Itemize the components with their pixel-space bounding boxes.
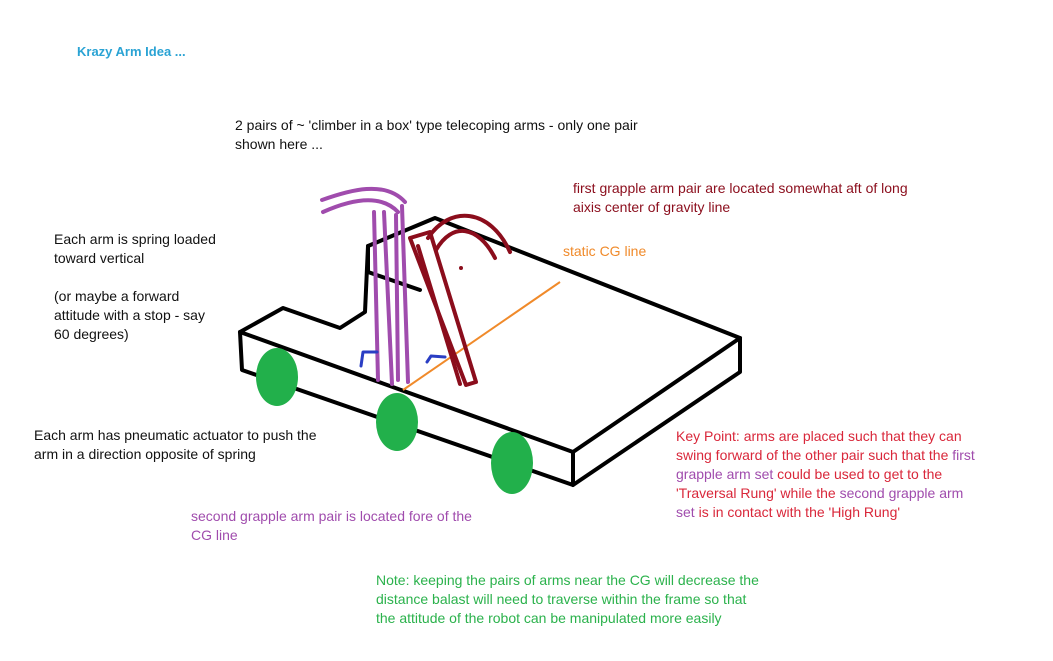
key-point-text-2: first grapple arm set <box>676 447 975 482</box>
note-spring-loaded: Each arm is spring loaded toward vertica… <box>54 231 216 342</box>
robot-wheels <box>256 348 533 494</box>
second-grapple-arm <box>320 186 410 386</box>
key-point-text-4: second grapple arm set <box>676 485 964 520</box>
key-point-text-1: Key Point: arms are placed such that the… <box>676 428 962 463</box>
wheel-middle-left <box>376 393 418 451</box>
pneumatic-actuators <box>359 350 447 368</box>
wheel-front-left <box>491 432 533 494</box>
arm-pivot-point <box>459 266 463 270</box>
note-second-grapple: second grapple arm pair is located fore … <box>191 508 472 543</box>
label-static-cg-line: static CG line <box>563 243 647 259</box>
wheel-rear-left <box>256 348 298 406</box>
key-point-text-3: could be used to get to the 'Traversal R… <box>676 466 943 501</box>
static-cg-line <box>402 281 561 391</box>
first-grapple-arm <box>408 213 512 387</box>
note-key-point: Key Point: arms are placed such that the… <box>676 427 976 522</box>
page-title: Krazy Arm Idea ... <box>77 44 186 59</box>
note-pneumatic-actuator: Each arm has pneumatic actuator to push … <box>34 427 317 462</box>
note-ballast-cg: Note: keeping the pairs of arms near the… <box>376 572 759 626</box>
robot-chassis <box>238 216 742 487</box>
key-point-text-5: is in contact with the 'High Rung' <box>694 504 901 520</box>
note-first-grapple: first grapple arm pair are located somew… <box>573 180 908 215</box>
note-arm-pairs: 2 pairs of ~ 'climber in a box' type tel… <box>235 117 638 152</box>
